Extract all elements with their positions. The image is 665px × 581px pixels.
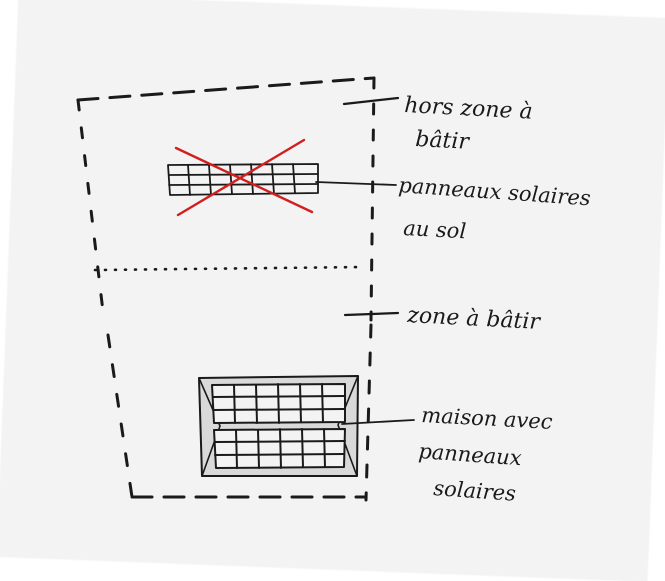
cross-out-mark [174,138,314,217]
leader-ground-panels [315,181,397,186]
label-ground-panels-line1: panneaux solaires [398,173,592,210]
label-ground-panels-line2: au sol [403,216,467,243]
house-solar-panels-icon [198,375,359,477]
label-building-zone: zone à bâtir [406,303,542,335]
zone-divider [93,265,364,272]
ground-solar-panel-icon [167,163,319,196]
leader-house [341,419,415,425]
tick-lower [343,311,400,317]
label-outside-zone-line2: bâtir [415,127,471,155]
label-outside-zone-line1: hors zone à [404,93,533,125]
zone-boundary [76,76,376,502]
label-house-line3: solaires [433,476,517,506]
label-house-line2: panneaux [418,439,523,470]
label-house-line1: maison avec [421,403,554,434]
tick-upper [342,96,400,106]
